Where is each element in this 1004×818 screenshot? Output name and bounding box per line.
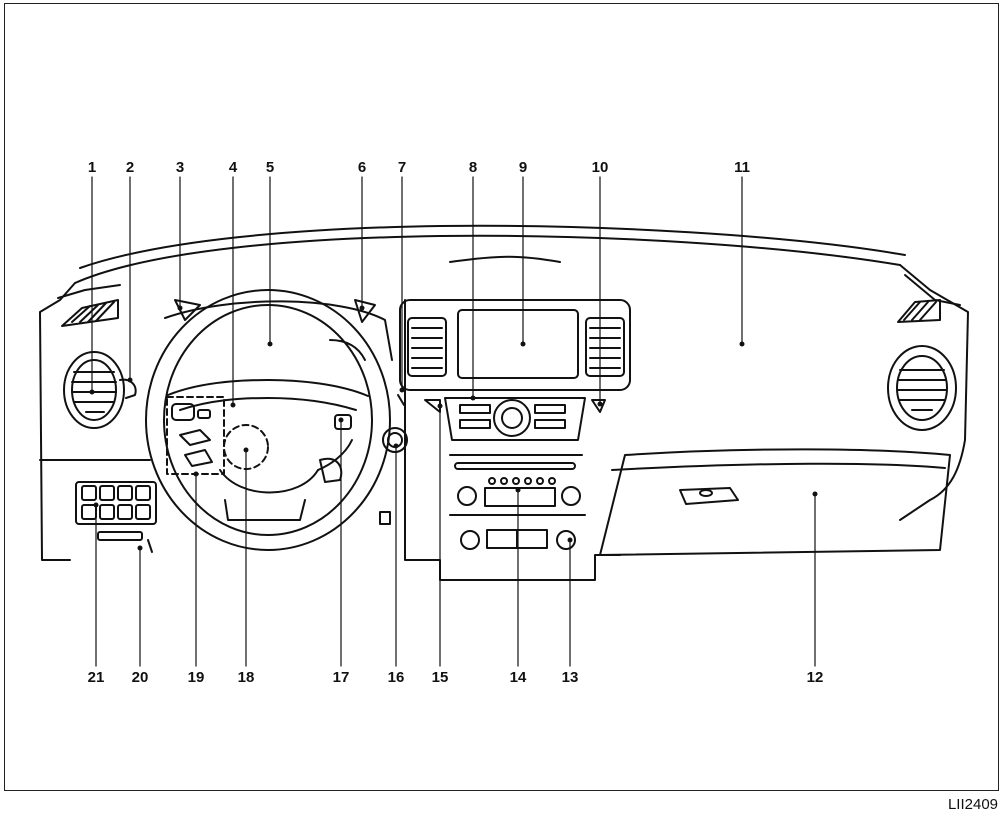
- dashboard-outline: [39, 224, 969, 561]
- callout-dots: [89, 305, 818, 551]
- figure-id-label: LII2409: [947, 796, 998, 813]
- steering-wheel: [145, 289, 408, 551]
- callout-14: 14: [510, 669, 527, 686]
- callout-4: 4: [229, 159, 238, 176]
- callout-7: 7: [398, 159, 406, 176]
- callout-18: 18: [238, 669, 255, 686]
- callout-8: 8: [469, 159, 477, 176]
- callout-13: 13: [562, 669, 579, 686]
- callout-5: 5: [266, 159, 274, 176]
- callout-2: 2: [126, 159, 134, 176]
- callout-17: 17: [333, 669, 350, 686]
- lower-left-switch-panel: [75, 481, 157, 553]
- callout-9: 9: [519, 159, 527, 176]
- callout-11: 11: [734, 159, 750, 176]
- callout-19: 19: [188, 669, 205, 686]
- left-side-vent: [61, 299, 137, 429]
- glove-box: [599, 448, 951, 556]
- callout-20: 20: [132, 669, 149, 686]
- callout-15: 15: [432, 669, 449, 686]
- figure-border: [4, 3, 999, 791]
- callout-12: 12: [807, 669, 824, 686]
- callout-10: 10: [592, 159, 609, 176]
- callout-1: 1: [88, 159, 96, 176]
- callout-21: 21: [88, 669, 105, 686]
- steering-switch-buttons: [171, 403, 213, 467]
- center-stack: [399, 299, 631, 581]
- callout-3: 3: [176, 159, 184, 176]
- callout-16: 16: [388, 669, 405, 686]
- right-side-vent: [887, 299, 957, 431]
- callout-6: 6: [358, 159, 366, 176]
- callout-leaders: [91, 176, 816, 667]
